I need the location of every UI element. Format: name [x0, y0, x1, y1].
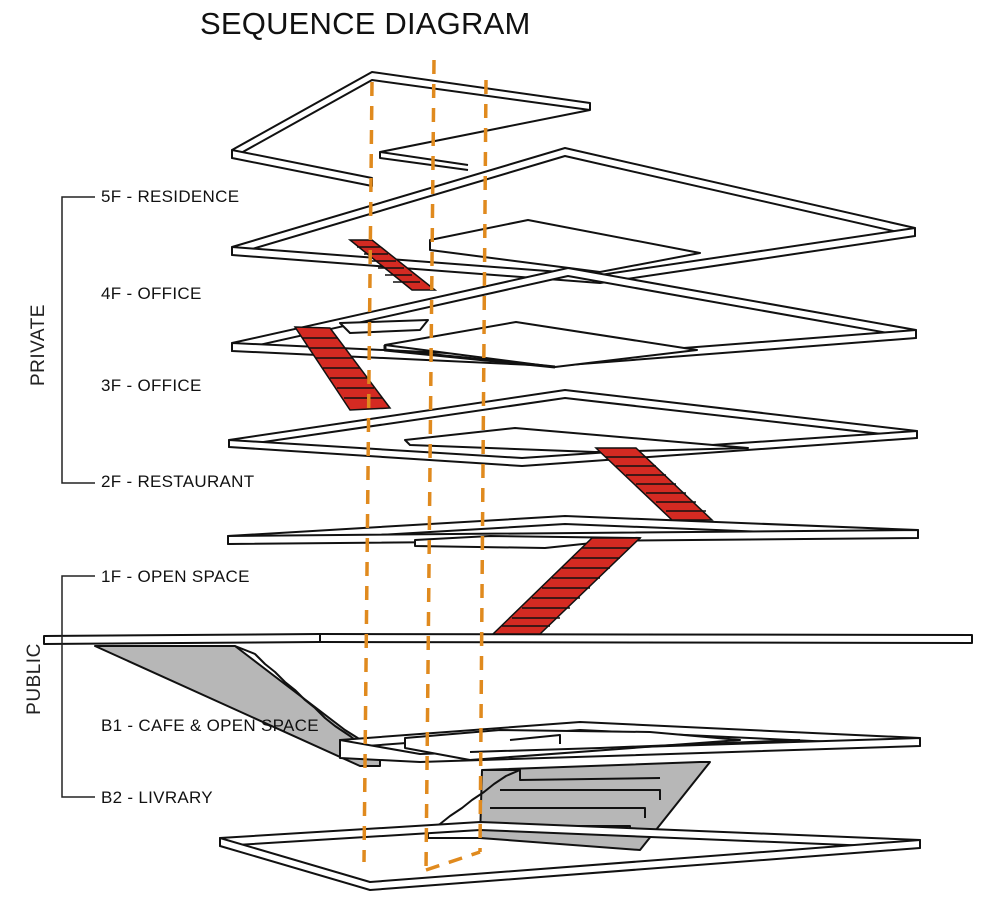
stairs	[293, 239, 714, 635]
slab-1f	[43, 633, 973, 645]
floor-label-b2: B2 - LIVRARY	[101, 788, 213, 807]
diagram-title: SEQUENCE DIAGRAM	[200, 6, 531, 41]
floor-label-4f: 4F - OFFICE	[101, 284, 202, 303]
void-line-left	[362, 81, 374, 863]
group-brackets	[61, 196, 95, 798]
floor-label-3f: 3F - OFFICE	[101, 376, 202, 395]
stair-2f-3f	[594, 447, 714, 521]
floor-label-b1: B1 - CAFE & OPEN SPACE	[101, 716, 319, 735]
void-line-center	[424, 59, 436, 871]
void-line-bottom	[425, 850, 481, 872]
stair-3f-4f	[293, 326, 392, 411]
group-label-private: PRIVATE	[28, 304, 49, 386]
stair-1f-2f	[491, 537, 642, 635]
group-label-public: PUBLIC	[24, 643, 45, 715]
public-bracket	[61, 575, 95, 798]
basement-fill	[94, 645, 381, 767]
floor-label-5f: 5F - RESIDENCE	[101, 187, 240, 206]
slab-b1	[339, 721, 921, 763]
floor-label-1f: 1F - OPEN SPACE	[101, 567, 250, 586]
private-bracket	[61, 196, 95, 484]
slab-3f	[228, 389, 918, 467]
slab-b2	[219, 821, 921, 891]
slab-4f	[231, 267, 917, 369]
slab-5f	[231, 147, 916, 284]
slab-2f	[227, 515, 919, 549]
void-line-right	[478, 79, 488, 853]
void-lines	[362, 59, 488, 872]
roof-slab	[231, 71, 591, 187]
floor-label-2f: 2F - RESTAURANT	[101, 472, 255, 491]
